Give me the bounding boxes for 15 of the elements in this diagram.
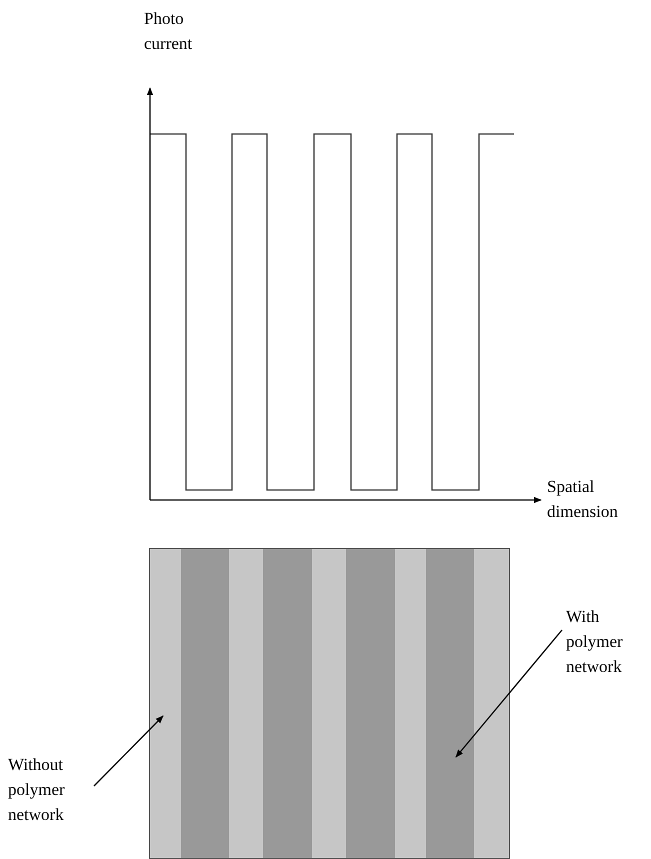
stripe — [229, 549, 263, 858]
stripe — [474, 549, 509, 858]
axis-label: Spatial dimension — [547, 476, 619, 523]
stripe — [395, 549, 426, 858]
stripe — [150, 549, 181, 858]
stripe — [263, 549, 312, 858]
stripe — [426, 549, 474, 858]
axis-label: Photo current — [144, 8, 194, 55]
leader-arrow — [94, 715, 164, 786]
callout-text: With polymer network — [566, 606, 624, 678]
stripe — [312, 549, 346, 858]
leader-arrow — [455, 630, 562, 758]
stripe — [181, 549, 229, 858]
callout-text: Without polymer network — [8, 754, 66, 826]
stripe — [346, 549, 395, 858]
